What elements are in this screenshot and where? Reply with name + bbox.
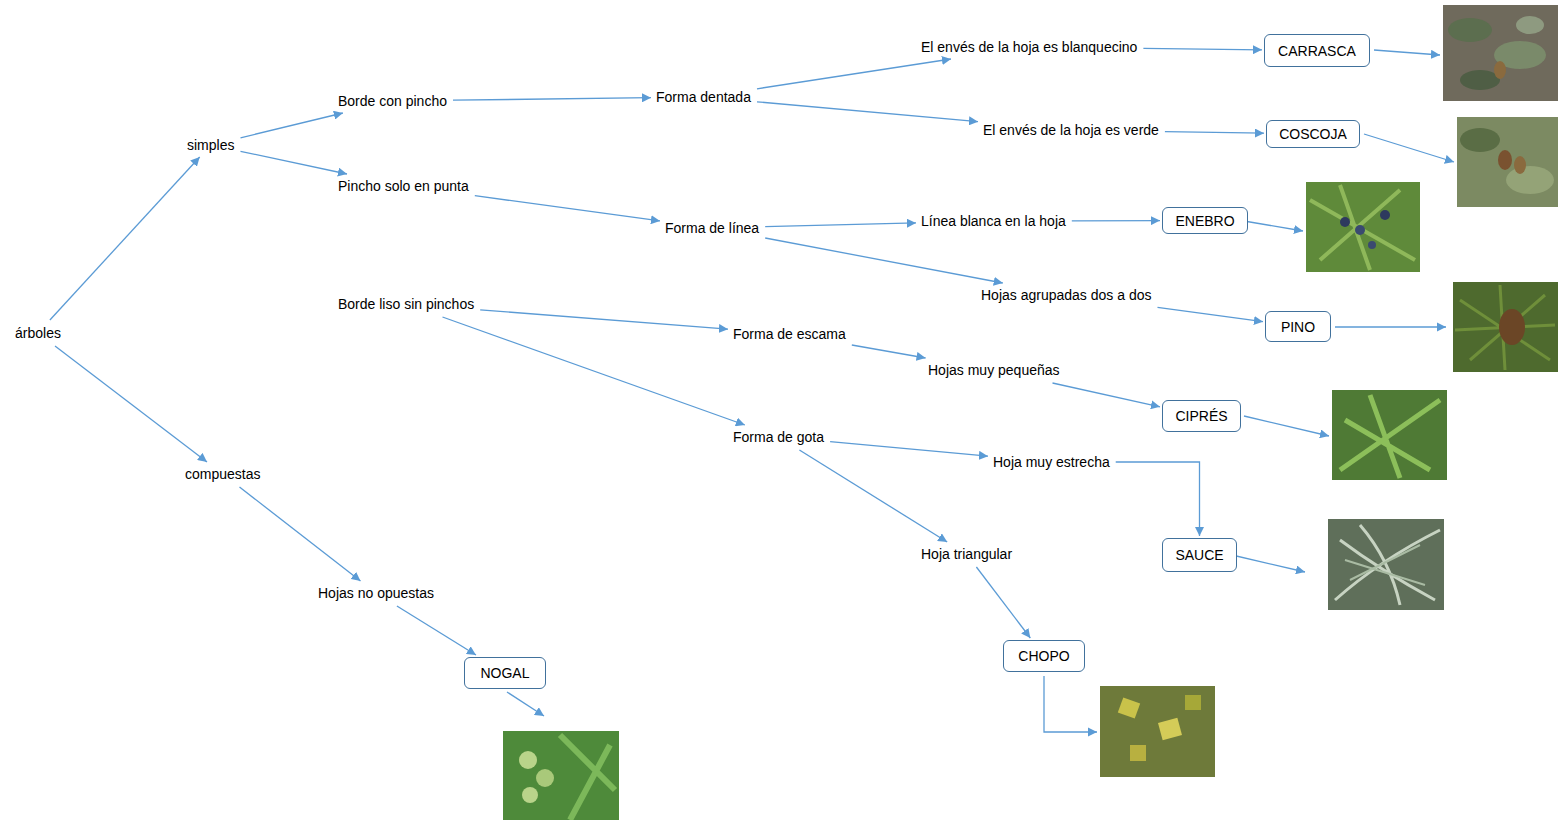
tree-name-box: ENEBRO [1162, 207, 1248, 234]
key-step: El envés de la hoja es blanquecino [918, 37, 1140, 57]
key-step: Hoja muy estrecha [990, 452, 1113, 472]
tree-name-box: PINO [1265, 311, 1331, 342]
tree-name: NOGAL [480, 665, 529, 681]
key-step: Hojas agrupadas dos a dos [978, 285, 1154, 305]
key-step: Forma de gota [730, 427, 827, 447]
key-step: árboles [12, 323, 64, 343]
key-text: Hojas agrupadas dos a dos [981, 287, 1151, 303]
connector-arrow [241, 113, 343, 138]
key-text: Borde liso sin pinchos [338, 296, 474, 312]
key-text: Forma dentada [656, 89, 751, 105]
key-step: Borde con pincho [335, 91, 450, 111]
connector-arrow [799, 450, 947, 542]
connector-arrow [1072, 220, 1160, 221]
pino-photo [1453, 282, 1558, 372]
tree-name-box: SAUCE [1162, 538, 1237, 572]
key-text: Línea blanca en la hoja [921, 213, 1066, 229]
connector-arrow [475, 196, 660, 221]
connector-arrow [976, 567, 1030, 638]
key-step: Hojas no opuestas [315, 583, 437, 603]
key-step: Hojas muy pequeñas [925, 360, 1063, 380]
connector-arrow [1116, 462, 1200, 536]
tree-name: CIPRÉS [1175, 408, 1227, 424]
chopo-photo [1100, 686, 1215, 777]
key-step: Hoja triangular [918, 544, 1015, 564]
tree-name: PINO [1281, 319, 1315, 335]
tree-name: CHOPO [1018, 648, 1069, 664]
tree-name: ENEBRO [1175, 213, 1234, 229]
key-text: Hoja muy estrecha [993, 454, 1110, 470]
key-step: Línea blanca en la hoja [918, 211, 1069, 231]
key-step: Forma de línea [662, 218, 762, 238]
tree-name: COSCOJA [1279, 126, 1347, 142]
key-step: Forma de escama [730, 324, 849, 344]
tree-name: SAUCE [1175, 547, 1223, 563]
connector-arrow [765, 223, 916, 227]
key-text: Hojas no opuestas [318, 585, 434, 601]
connector-arrow [1158, 307, 1264, 321]
key-text: árboles [15, 325, 61, 341]
tree-name-box: NOGAL [464, 657, 546, 689]
key-step: Forma dentada [653, 87, 754, 107]
connector-arrow [55, 346, 207, 462]
connector-arrow [1053, 383, 1161, 407]
connector-arrow [480, 310, 728, 329]
key-text: Borde con pincho [338, 93, 447, 109]
connector-arrow [397, 606, 476, 655]
tree-name-box: CIPRÉS [1162, 400, 1241, 432]
key-text: El envés de la hoja es blanquecino [921, 39, 1137, 55]
key-step: Borde liso sin pinchos [335, 294, 477, 314]
sauce-photo [1328, 519, 1444, 610]
connector-arrow [830, 442, 988, 457]
nogal-photo [503, 731, 619, 820]
tree-name: CARRASCA [1278, 43, 1356, 59]
key-text: Hojas muy pequeñas [928, 362, 1060, 378]
key-text: Forma de gota [733, 429, 824, 445]
key-text: Forma de línea [665, 220, 759, 236]
connector-arrow [1165, 132, 1264, 134]
key-text: Hoja triangular [921, 546, 1012, 562]
connector-arrow [757, 59, 951, 89]
connector-arrow [1143, 48, 1262, 49]
key-step: El envés de la hoja es verde [980, 120, 1162, 140]
tree-name-box: CHOPO [1003, 640, 1085, 672]
connector-arrow [50, 157, 200, 320]
connector-arrow [453, 98, 651, 101]
key-text: Forma de escama [733, 326, 846, 342]
enebro-photo [1306, 182, 1420, 272]
connector-arrow [852, 345, 926, 358]
tree-name-box: COSCOJA [1266, 120, 1360, 148]
carrasca-photo [1443, 5, 1558, 101]
connector-arrow [443, 317, 745, 425]
connector-arrow [241, 151, 348, 174]
key-text: El envés de la hoja es verde [983, 122, 1159, 138]
key-step: simples [184, 135, 237, 155]
cipres-photo [1332, 390, 1447, 480]
connector-arrow [240, 487, 361, 581]
key-text: Pincho solo en punta [338, 178, 469, 194]
connector-arrow [757, 102, 978, 122]
tree-name-box: CARRASCA [1264, 34, 1370, 67]
key-text: compuestas [185, 466, 260, 482]
key-step: Pincho solo en punta [335, 176, 472, 196]
connector-arrow [765, 238, 1003, 283]
key-text: simples [187, 137, 234, 153]
key-step: compuestas [182, 464, 263, 484]
coscoja-photo [1457, 117, 1558, 207]
